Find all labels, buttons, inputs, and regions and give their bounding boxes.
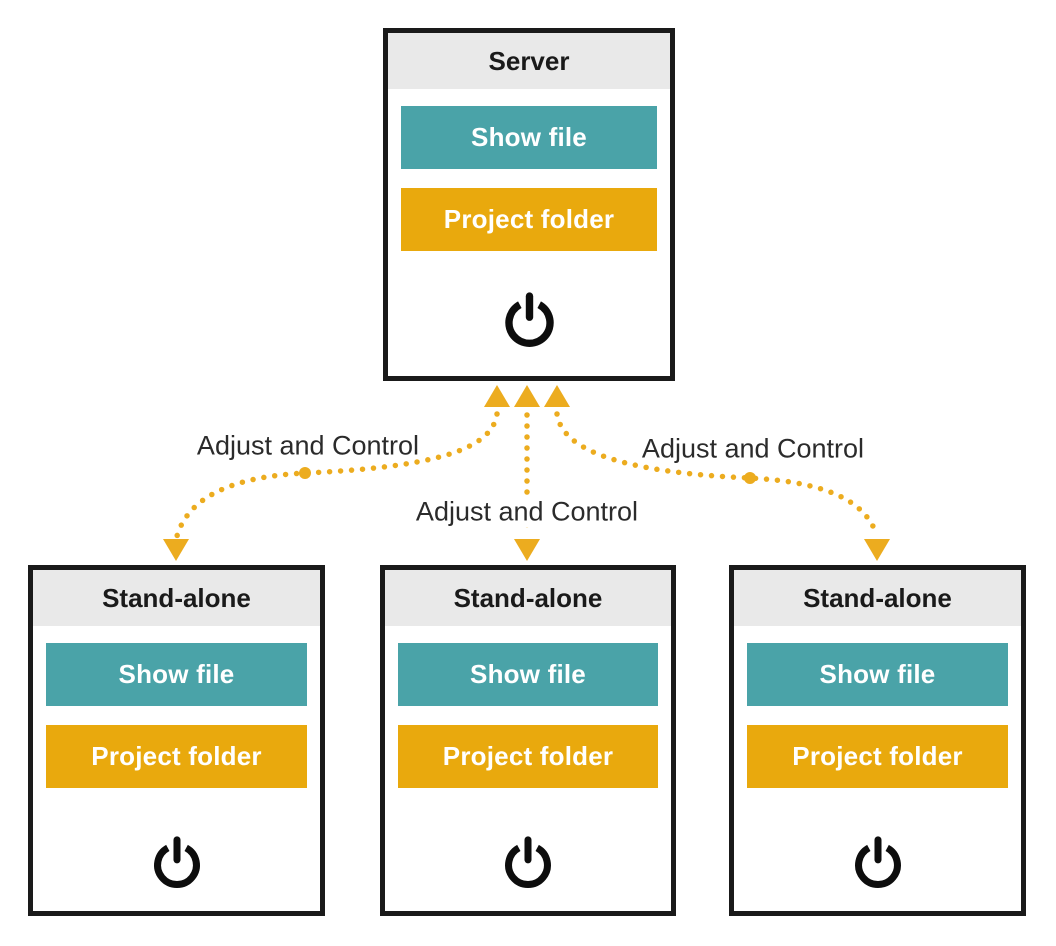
arrowhead-down-icon bbox=[163, 539, 189, 561]
standalone-title: Stand-alone bbox=[734, 570, 1021, 626]
power-icon-area bbox=[388, 251, 670, 376]
project-folder-button[interactable]: Project folder bbox=[398, 725, 658, 788]
show-file-button[interactable]: Show file bbox=[398, 643, 658, 706]
power-icon-area bbox=[385, 788, 671, 911]
power-icon[interactable] bbox=[150, 835, 204, 889]
power-icon[interactable] bbox=[501, 835, 555, 889]
standalone-title: Stand-alone bbox=[385, 570, 671, 626]
server-box: Server Show file Project folder bbox=[383, 28, 675, 381]
arrowhead-up-icon bbox=[514, 385, 540, 407]
show-file-button[interactable]: Show file bbox=[46, 643, 307, 706]
arrowhead-up-icon bbox=[484, 385, 510, 407]
project-folder-button[interactable]: Project folder bbox=[747, 725, 1008, 788]
edge-label-left: Adjust and Control bbox=[196, 430, 420, 461]
midpoint-dot bbox=[744, 472, 756, 484]
arrowhead-down-icon bbox=[864, 539, 890, 561]
power-icon[interactable] bbox=[851, 835, 905, 889]
standalone-box-left: Stand-alone Show file Project folder bbox=[28, 565, 325, 916]
edge-label-right: Adjust and Control bbox=[641, 433, 865, 464]
standalone-title: Stand-alone bbox=[33, 570, 320, 626]
power-icon[interactable] bbox=[501, 291, 558, 348]
project-folder-button[interactable]: Project folder bbox=[46, 725, 307, 788]
arrow-middle bbox=[514, 385, 540, 561]
show-file-button[interactable]: Show file bbox=[747, 643, 1008, 706]
arrowhead-down-icon bbox=[514, 539, 540, 561]
show-file-button[interactable]: Show file bbox=[401, 106, 657, 169]
standalone-box-right: Stand-alone Show file Project folder bbox=[729, 565, 1026, 916]
arrow-right bbox=[544, 385, 890, 561]
standalone-box-middle: Stand-alone Show file Project folder bbox=[380, 565, 676, 916]
edge-label-middle: Adjust and Control bbox=[406, 496, 648, 528]
arrow-left bbox=[163, 385, 510, 561]
arrowhead-up-icon bbox=[544, 385, 570, 407]
server-title: Server bbox=[388, 33, 670, 89]
midpoint-dot bbox=[299, 467, 311, 479]
power-icon-area bbox=[734, 788, 1021, 911]
power-icon-area bbox=[33, 788, 320, 911]
project-folder-button[interactable]: Project folder bbox=[401, 188, 657, 251]
